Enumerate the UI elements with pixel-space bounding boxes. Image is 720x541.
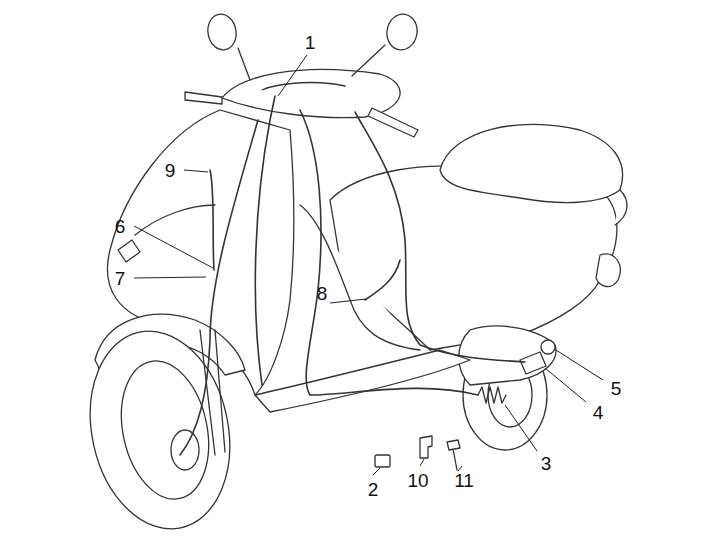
callout-number: 7 [115,269,126,288]
callout-text: 1 [305,32,316,53]
callout-text: 5 [611,378,622,399]
callout-text: 3 [541,453,552,474]
callout-text: 7 [115,268,126,289]
callout-number: 1 [305,33,316,52]
callout-number: 5 [611,379,622,398]
callout-number: 10 [407,471,428,490]
callout-text: 8 [317,283,328,304]
callout-number: 4 [593,403,604,422]
callout-text: 4 [593,402,604,423]
callout-text: 9 [165,160,176,181]
callout-number: 8 [317,284,328,303]
callout-number: 11 [454,471,474,490]
callout-text: 2 [368,479,379,500]
callout-number: 6 [115,217,126,236]
callout-text: 10 [407,470,428,491]
callout-text: 6 [115,216,126,237]
callout-number: 9 [165,161,176,180]
callout-number: 2 [368,480,379,499]
callout-text: 11 [454,470,474,491]
callout-number: 3 [541,454,552,473]
